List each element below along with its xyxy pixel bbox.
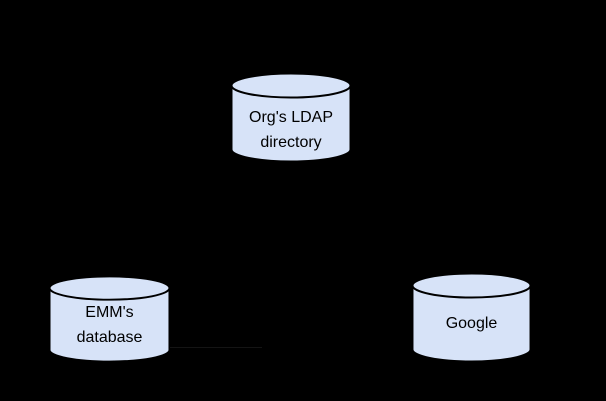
node-label-line: directory [260,134,322,151]
node-emms-database: EMM's database [48,275,171,363]
node-label-line: Google [445,315,498,332]
database-cylinder-icon [411,272,532,363]
node-label-line: Org's LDAP [249,109,333,126]
node-label: Google [411,311,532,336]
node-google: Google [411,272,532,363]
database-cylinder-icon [230,72,352,163]
node-label-line: database [76,329,143,346]
faint-line-artifact [170,347,262,348]
node-label: EMM's database [48,300,171,350]
node-label: Org's LDAP directory [230,105,352,155]
node-orgs-ldap-directory: Org's LDAP directory [230,72,352,163]
database-cylinder-icon [48,275,171,363]
node-label-line: EMM's [85,304,134,321]
